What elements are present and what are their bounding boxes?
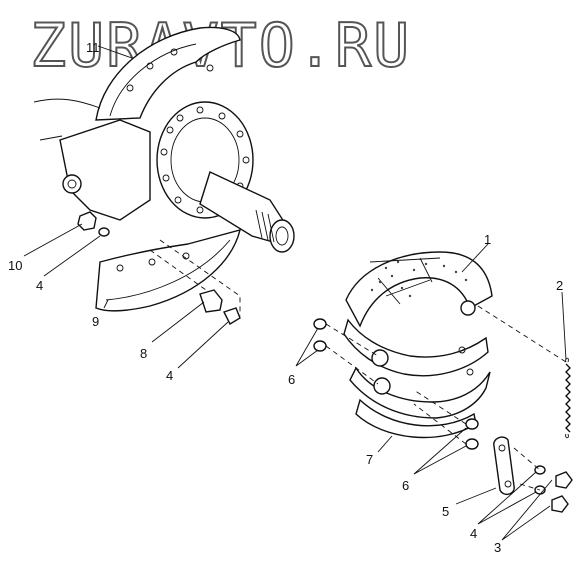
bolt-part-3-upper [555, 471, 573, 489]
knuckle-arm [59, 119, 151, 221]
callout-2: 2 [556, 278, 563, 293]
nut-part-10 [77, 211, 97, 231]
anchor-roller-upper [371, 349, 389, 367]
callout-11: 11 [86, 40, 100, 55]
knuckle-assembly [33, 26, 295, 253]
callout-4-left: 4 [36, 278, 43, 293]
callout-8: 8 [140, 346, 147, 361]
brake-lining [345, 251, 493, 328]
callout-6-lower: 6 [402, 478, 409, 493]
bolt-part-3-lower [551, 495, 569, 513]
bushing-lower-2 [465, 438, 479, 450]
callout-10: 10 [8, 258, 22, 273]
callout-4-mid: 4 [166, 368, 173, 383]
bushing-upper-2 [313, 340, 327, 352]
backing-plate-upper [95, 26, 241, 121]
callout-4-right: 4 [470, 526, 477, 541]
callout-6-upper: 6 [288, 372, 295, 387]
bushing-lower-1 [465, 418, 479, 430]
callout-3: 3 [494, 540, 501, 555]
adjuster-part-8 [199, 289, 223, 313]
link-plate [493, 436, 515, 496]
lining-texture [370, 260, 468, 298]
spindle-end [269, 219, 295, 253]
callout-1: 1 [484, 232, 491, 247]
callout-9: 9 [92, 314, 99, 329]
washer-part-4-mid [223, 307, 241, 325]
spring-anchor [460, 300, 476, 316]
callout-5: 5 [442, 504, 449, 519]
washer-part-4-left [98, 227, 110, 237]
anchor-roller-lower [373, 377, 391, 395]
brake-shoe-lower [349, 366, 491, 419]
callout-7: 7 [366, 452, 373, 467]
leader-lines [23, 45, 567, 541]
backing-plate-lower [95, 229, 241, 325]
return-spring [565, 363, 571, 433]
brake-shoe-assembly [313, 251, 573, 513]
bushing-upper-1 [313, 318, 327, 330]
